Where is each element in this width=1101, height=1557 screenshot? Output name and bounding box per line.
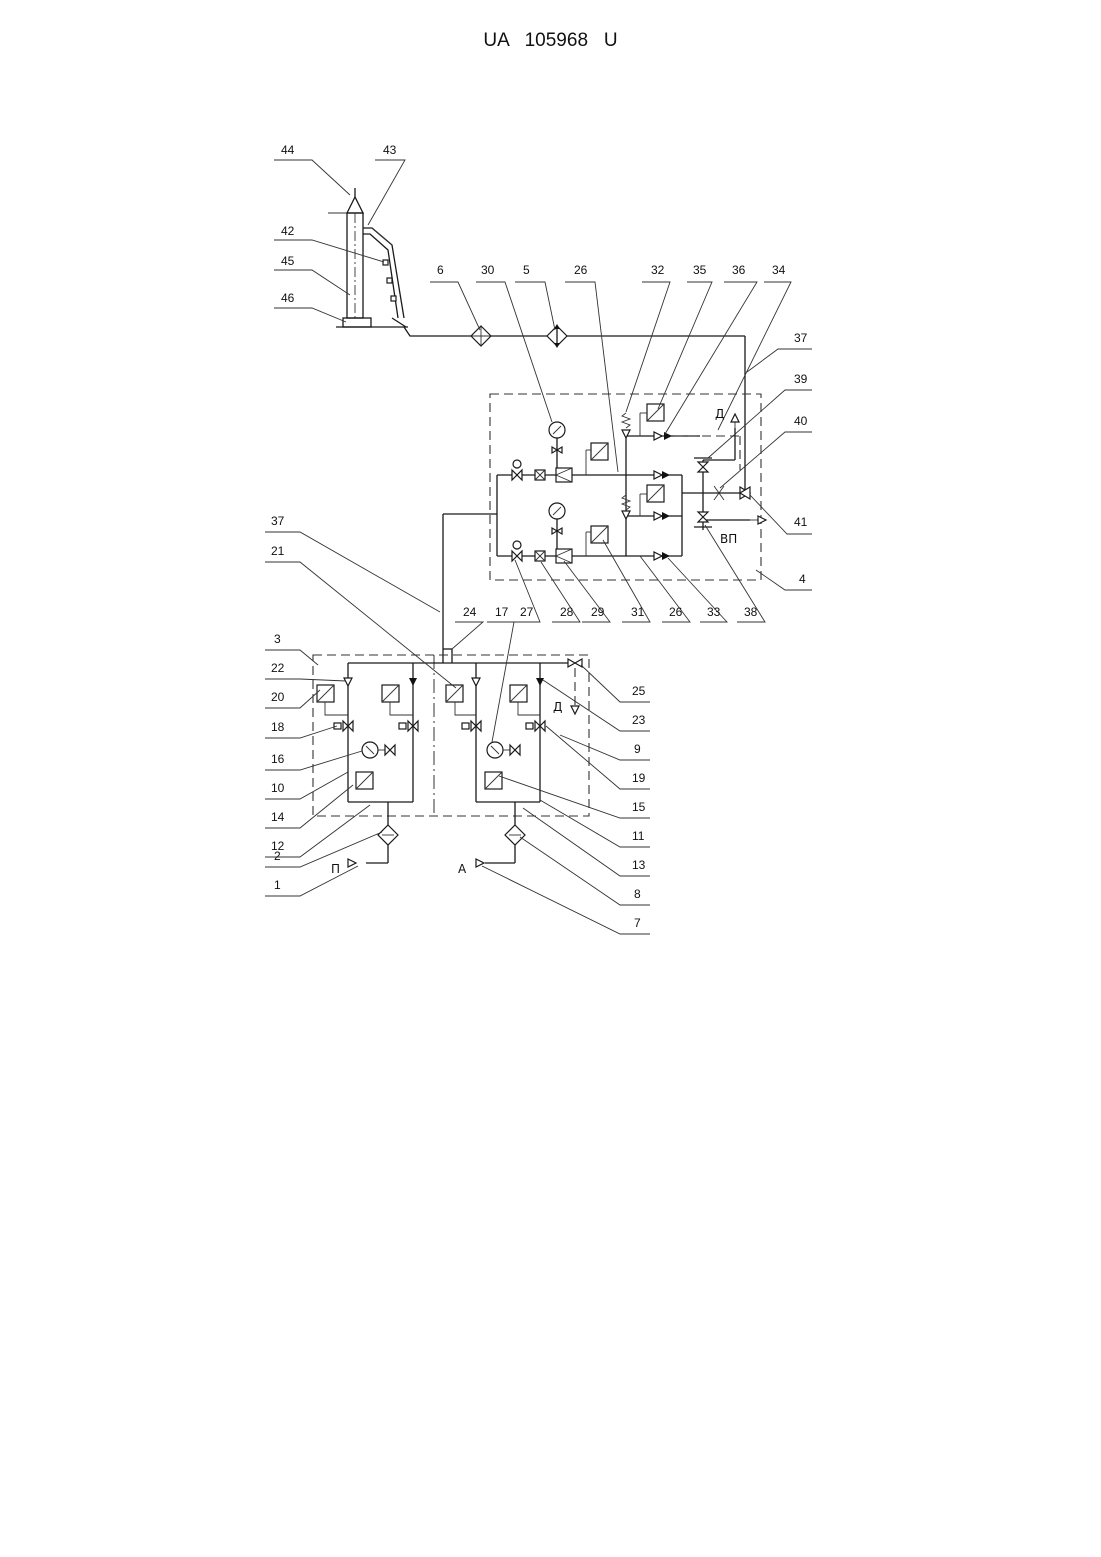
label-42: 42 [281,224,295,238]
label-28: 28 [560,605,574,619]
label-40: 40 [794,414,808,428]
label-20: 20 [271,690,285,704]
label-38: 38 [744,605,758,619]
label-39: 39 [794,372,808,386]
label-16: 16 [271,752,285,766]
label-6: 6 [437,263,444,277]
label-25: 25 [632,684,646,698]
label-5: 5 [523,263,530,277]
label-7: 7 [634,916,641,930]
label-4: 4 [799,572,806,586]
label-22: 22 [271,661,285,675]
label-19: 19 [632,771,646,785]
label-45: 45 [281,254,295,268]
label-30: 30 [481,263,495,277]
label-23: 23 [632,713,646,727]
label-29: 29 [591,605,605,619]
label-3: 3 [274,632,281,646]
label-26-bottom: 26 [669,605,683,619]
reference-labels: 44 43 42 45 46 6 30 5 26 32 35 36 34 37 … [271,143,808,930]
label-43: 43 [383,143,397,157]
label-21: 21 [271,544,285,558]
block-3-components [317,659,582,867]
symbol-d-low: Д [553,700,562,714]
filter-6 [471,326,491,346]
label-1: 1 [274,878,281,892]
label-34: 34 [772,263,786,277]
label-17: 17 [495,605,509,619]
symbol-vp: ВП [720,532,737,546]
symbol-a: А [458,862,467,876]
label-15: 15 [632,800,646,814]
label-13: 13 [632,858,646,872]
label-27: 27 [520,605,534,619]
label-2: 2 [274,849,281,863]
main-pipeline [404,327,745,490]
symbol-p: П [331,862,340,876]
label-33: 33 [707,605,721,619]
dryer-5 [547,324,567,348]
label-14: 14 [271,810,285,824]
label-46: 46 [281,291,295,305]
label-44: 44 [281,143,295,157]
symbol-d-top: Д [715,407,724,421]
label-24: 24 [463,605,477,619]
label-32: 32 [651,263,665,277]
unit-block-3 [313,655,589,816]
label-36: 36 [732,263,746,277]
label-8: 8 [634,887,641,901]
label-10: 10 [271,781,285,795]
label-37-bottom: 37 [271,514,285,528]
label-9: 9 [634,742,641,756]
label-31: 31 [631,605,645,619]
label-26-top: 26 [574,263,588,277]
label-18: 18 [271,720,285,734]
label-35: 35 [693,263,707,277]
label-41: 41 [794,515,808,529]
label-37-top: 37 [794,331,808,345]
label-11: 11 [632,829,645,843]
